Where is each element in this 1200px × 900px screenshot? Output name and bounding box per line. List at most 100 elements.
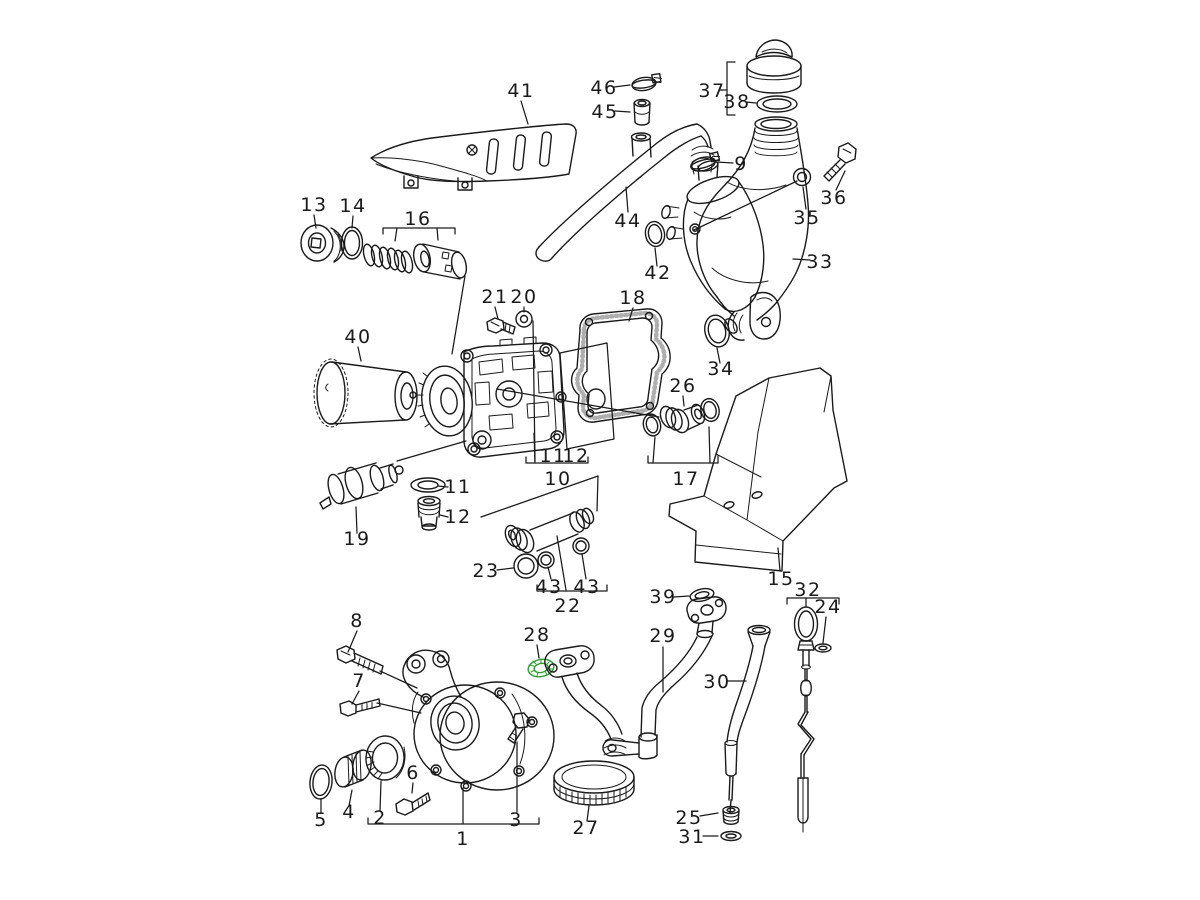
part-label-41: 41 xyxy=(507,80,534,102)
diagram-artwork xyxy=(300,39,857,842)
drain-plug-25 xyxy=(722,805,740,825)
needle-bearing-4 xyxy=(334,749,372,788)
oil-return-pipe xyxy=(602,596,727,760)
part-label-20: 20 xyxy=(510,286,537,308)
leader-line xyxy=(520,100,529,125)
leader-line xyxy=(351,215,354,229)
leader-line xyxy=(536,644,540,659)
part-label-29: 29 xyxy=(649,625,676,647)
part-label-28: 28 xyxy=(523,624,550,646)
part-label-7: 7 xyxy=(352,670,366,692)
dipstick-guide-tube xyxy=(724,624,771,814)
bracket-line xyxy=(647,455,719,464)
part-label-1: 1 xyxy=(456,828,470,850)
part-label-18: 18 xyxy=(619,287,646,309)
leader-line xyxy=(494,306,499,320)
part-label-3: 3 xyxy=(509,809,523,831)
part-label-46: 46 xyxy=(590,77,617,99)
leader-line xyxy=(654,247,658,267)
part-label-34: 34 xyxy=(707,358,734,380)
bolt-8 xyxy=(336,645,384,675)
relief-valve-spring-piston xyxy=(362,243,468,280)
bracket-line xyxy=(525,456,589,464)
annotation-lines xyxy=(313,61,846,837)
screw-plug-12 xyxy=(417,495,441,531)
part-label-16: 16 xyxy=(404,208,431,230)
bolt-21 xyxy=(486,317,516,335)
bracket-line xyxy=(394,227,398,242)
part-label-22: 22 xyxy=(554,595,581,617)
leader-line xyxy=(547,566,552,580)
bracket-line xyxy=(556,535,567,591)
construction-line xyxy=(532,320,536,462)
part-label-14: 14 xyxy=(339,195,366,217)
leader-line xyxy=(437,485,449,488)
leader-line xyxy=(682,395,685,407)
cap-seal-38 xyxy=(756,95,798,113)
leader-line xyxy=(613,84,631,88)
leader-line xyxy=(699,812,719,817)
drive-ring-gear-2 xyxy=(365,735,406,781)
leader-line xyxy=(792,258,811,261)
bracket-line xyxy=(382,227,456,235)
leader-line xyxy=(586,805,590,822)
part-label-36: 36 xyxy=(820,187,847,209)
part-label-31: 31 xyxy=(678,826,705,848)
leader-line xyxy=(379,780,382,812)
oil-suction-pipe xyxy=(544,645,635,806)
leader-line xyxy=(357,346,362,362)
part-label-37: 37 xyxy=(698,80,725,102)
part-label-27: 27 xyxy=(572,817,599,839)
part-label-35: 35 xyxy=(793,207,820,229)
bolt-7 xyxy=(339,698,381,717)
construction-line xyxy=(559,342,615,450)
part-label-9: 9 xyxy=(734,153,748,175)
leader-line xyxy=(313,214,317,229)
part-label-24: 24 xyxy=(814,596,841,618)
leader-line xyxy=(439,514,449,518)
leader-line xyxy=(625,186,629,213)
oil-filler-cap xyxy=(746,39,802,94)
bracket-line xyxy=(708,426,711,464)
part-label-17: 17 xyxy=(672,468,699,490)
o-ring-43-right xyxy=(572,537,590,555)
o-ring-14 xyxy=(340,226,364,260)
part-label-32: 32 xyxy=(794,579,821,601)
part-label-21: 21 xyxy=(481,286,508,308)
o-ring-34 xyxy=(704,314,730,348)
leader-line xyxy=(777,547,781,572)
connector-plug-26 xyxy=(642,397,720,437)
part-label-43: 43 xyxy=(573,576,600,598)
hose-clamp-46 xyxy=(631,73,662,92)
part-label-38: 38 xyxy=(723,91,750,113)
washer-20 xyxy=(515,310,533,328)
leader-line xyxy=(802,186,807,210)
construction-line xyxy=(480,475,599,518)
oil-filter-cartridge xyxy=(313,358,418,428)
part-label-25: 25 xyxy=(675,807,702,829)
leader-line xyxy=(581,553,587,580)
leader-line xyxy=(411,782,414,794)
gasket-18 xyxy=(570,308,671,423)
part-label-43: 43 xyxy=(535,576,562,598)
construction-line xyxy=(693,180,798,231)
part-label-11: 11 xyxy=(539,445,566,467)
construction-line xyxy=(496,388,660,418)
leader-line xyxy=(715,161,734,164)
leader-line xyxy=(351,690,360,705)
part-label-19: 19 xyxy=(343,528,370,550)
leader-line xyxy=(355,506,358,534)
seal-ring-24 xyxy=(814,643,832,653)
part-label-10: 10 xyxy=(544,468,571,490)
bolt-3 xyxy=(507,712,530,744)
heat-shield-upper xyxy=(370,123,577,191)
oil-filter-console xyxy=(417,336,567,458)
leader-line xyxy=(673,595,690,598)
leader-line xyxy=(347,630,358,653)
part-label-15: 15 xyxy=(767,568,794,590)
part-label-12: 12 xyxy=(562,445,589,467)
seal-ring-31 xyxy=(720,830,742,842)
oil-line-fitting-22 xyxy=(504,507,595,554)
o-ring-23 xyxy=(513,553,539,579)
